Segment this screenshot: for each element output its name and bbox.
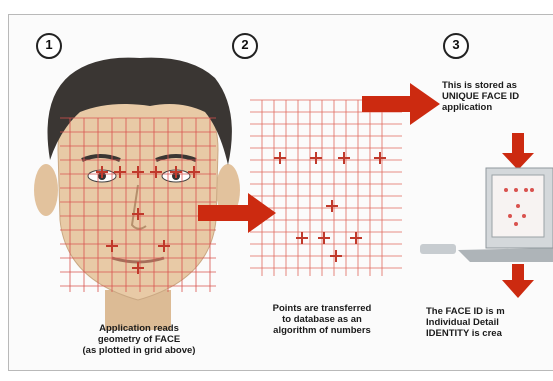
screen-point (514, 222, 518, 226)
step-3-top-caption: This is stored as UNIQUE FACE ID applica… (442, 80, 553, 113)
screen-point (504, 188, 508, 192)
screen-point (516, 204, 520, 208)
screen-point (530, 188, 534, 192)
step-2-caption: Points are transferred to database as an… (254, 303, 390, 336)
step-3-bottom-caption: The FACE ID is m Individual Detail IDENT… (426, 306, 553, 339)
screen-point (524, 188, 528, 192)
point-grid (250, 100, 402, 276)
face-illustration (34, 58, 240, 330)
step-1-caption: Application reads geometry of FACE (as p… (64, 323, 214, 356)
screen-point (508, 214, 512, 218)
screen-point (514, 188, 518, 192)
right-arrow (362, 83, 440, 125)
screen-point (522, 214, 526, 218)
computer-monitor (420, 168, 553, 262)
down-arrow (502, 264, 534, 298)
down-arrow (502, 133, 534, 170)
